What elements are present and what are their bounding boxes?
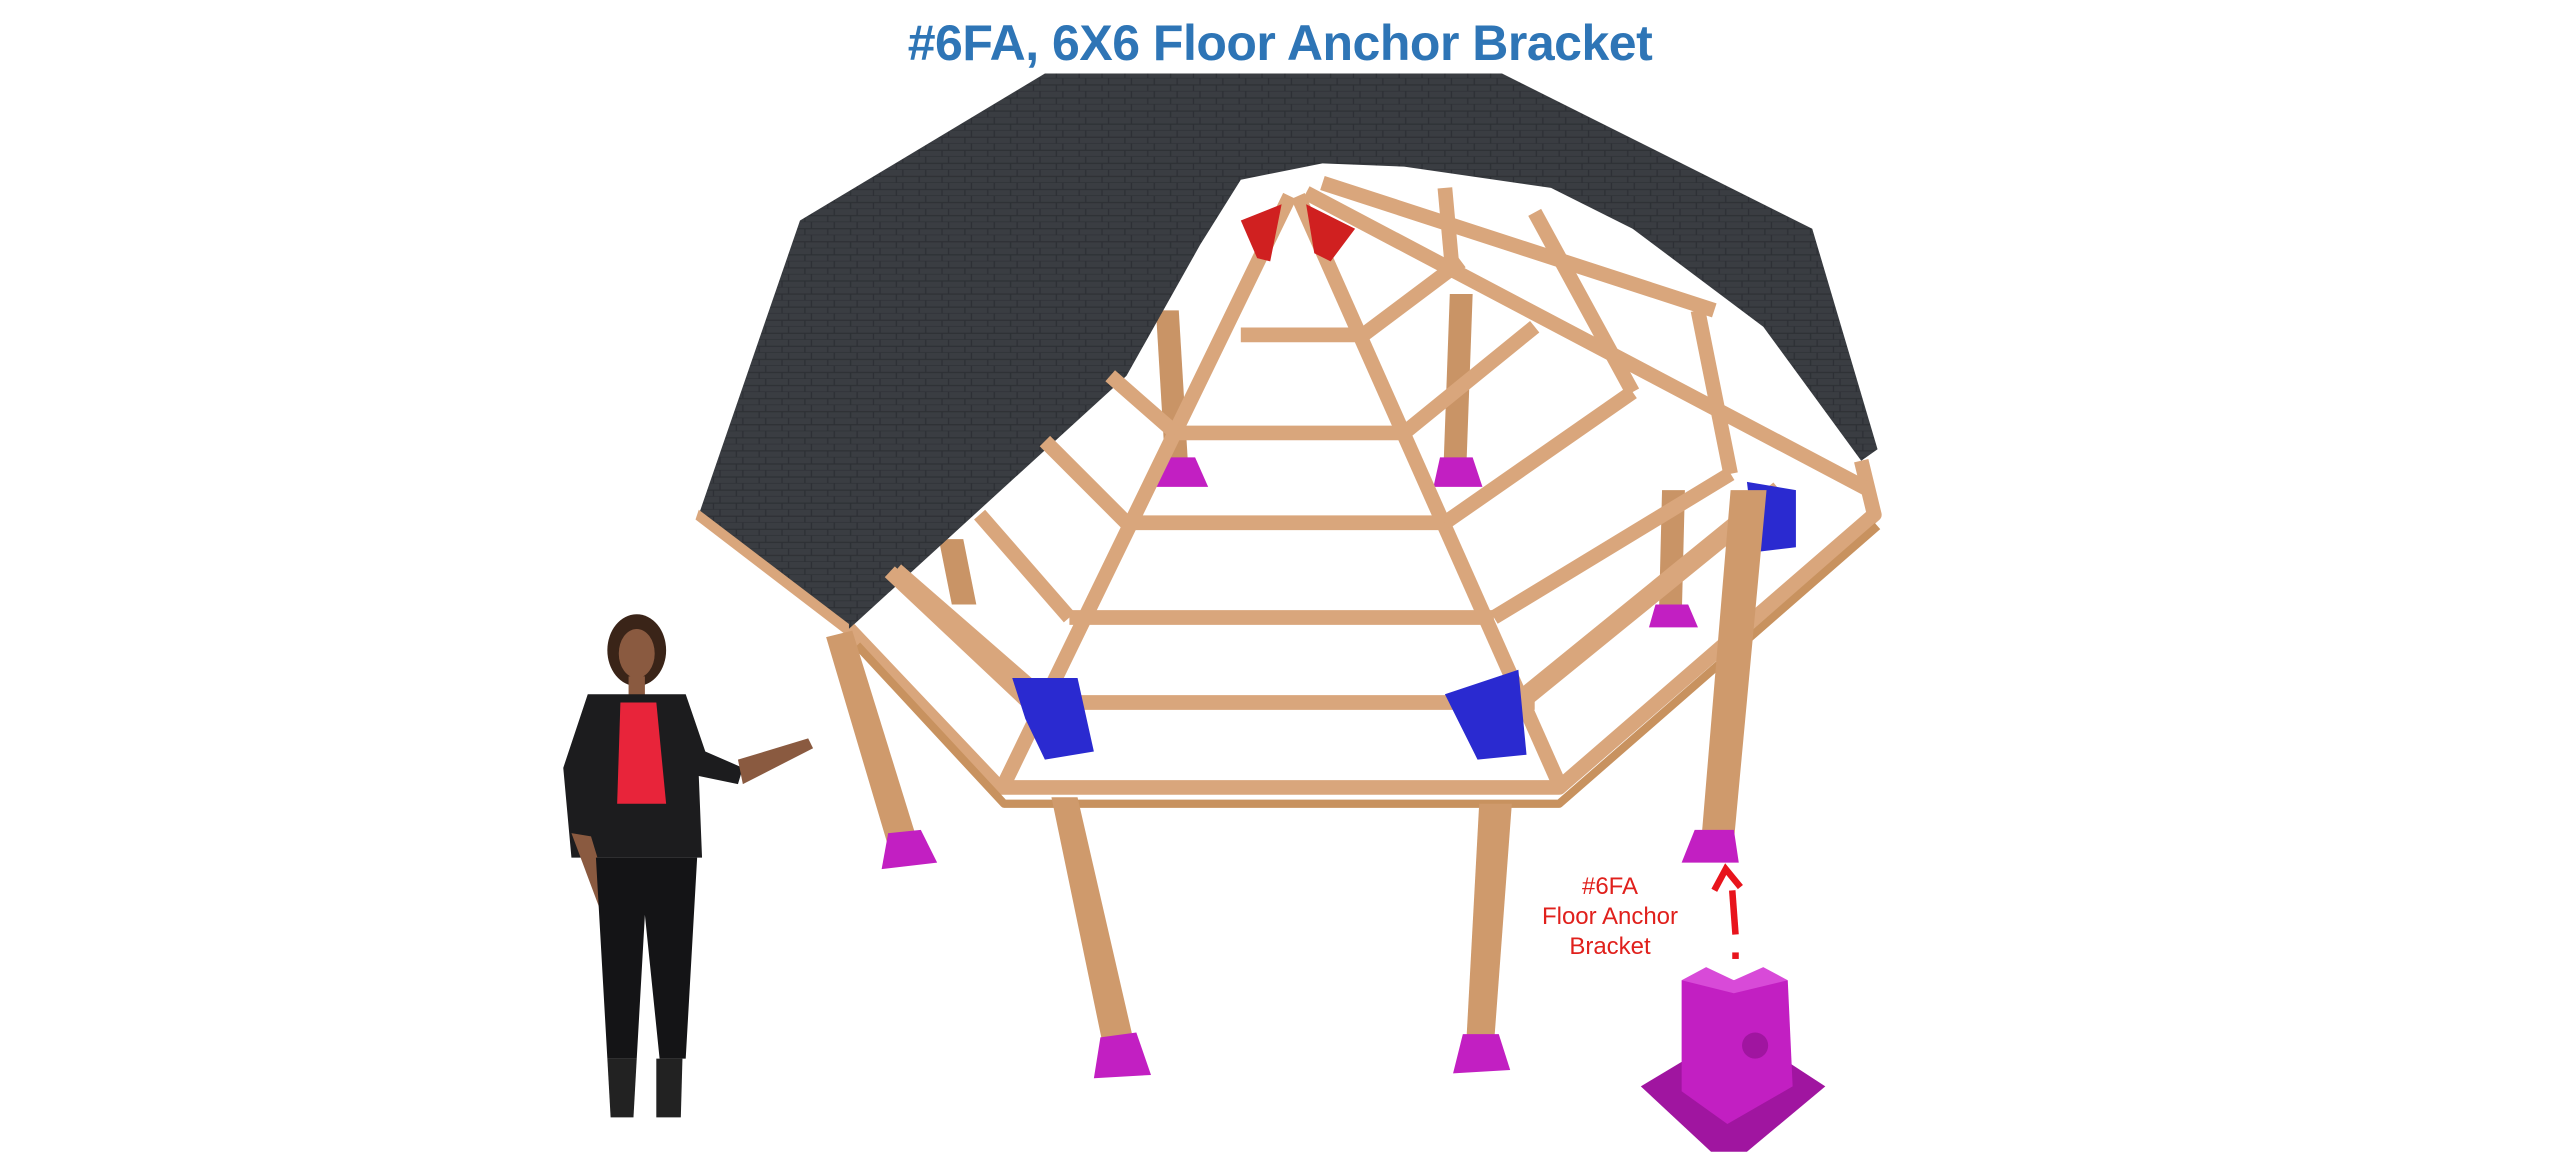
back-anchors <box>1155 457 1698 628</box>
callout-arrow <box>1711 863 1743 959</box>
hub-brackets <box>1240 204 1356 262</box>
page-title: #6FA, 6X6 Floor Anchor Bracket <box>907 15 1653 71</box>
callout-line-2: Floor Anchor <box>1541 903 1679 930</box>
roof-shingles <box>698 73 1878 629</box>
front-posts <box>826 490 1767 1049</box>
bracket-callout-label: #6FA Floor Anchor Bracket <box>1500 872 1720 962</box>
callout-line-3: Bracket <box>1569 933 1651 960</box>
floor-anchor-bracket-closeup <box>1640 967 1826 1152</box>
presenter-person <box>563 614 814 1118</box>
roof-edge <box>695 509 849 638</box>
floor-anchors <box>881 829 1739 1079</box>
callout-part-number: #6FA <box>1581 873 1639 900</box>
